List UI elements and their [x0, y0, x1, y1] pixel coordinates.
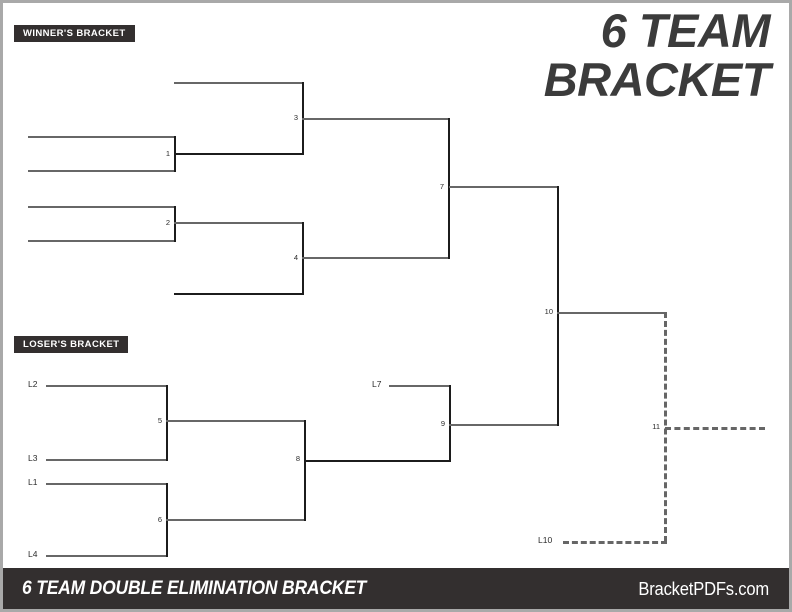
- m10-top-slot-line: [449, 186, 559, 188]
- footer-bar: 6 TEAM DOUBLE ELIMINATION BRACKET Bracke…: [3, 568, 789, 609]
- m8-bottom-slot-line: [166, 519, 306, 521]
- match-number-5: 5: [157, 416, 162, 425]
- seed-label-l10: L10: [538, 535, 553, 545]
- match-number-10: 10: [544, 307, 553, 316]
- m9-top-slot-line: [389, 385, 451, 387]
- match-number-7: 7: [439, 182, 444, 191]
- m10-connector-vline: [557, 186, 559, 426]
- m9-bottom-slot-line: [304, 460, 451, 462]
- seed-label-l4: L4: [28, 549, 38, 559]
- m4-bottom-slot-line: [174, 293, 304, 295]
- winners-bracket-header: WINNER'S BRACKET: [14, 25, 135, 42]
- seed-label-l3: L3: [28, 453, 38, 463]
- m2-connector-vline: [174, 206, 176, 242]
- seed-label-l2: L2: [28, 379, 38, 389]
- losers-bracket-header: LOSER'S BRACKET: [14, 336, 129, 353]
- m5-bottom-slot-line: [46, 459, 168, 461]
- footer-website-link[interactable]: BracketPDFs.com: [638, 579, 769, 599]
- page-title-line-2: BRACKET: [543, 53, 771, 106]
- m10-output-line: [557, 312, 667, 314]
- m5-connector-vline: [166, 385, 168, 461]
- m6-top-slot-line: [46, 483, 168, 485]
- m4-top-slot-line: [174, 222, 304, 224]
- seed-label-l7: L7: [372, 379, 382, 389]
- match-number-4: 4: [293, 253, 298, 262]
- match-number-2: 2: [165, 218, 170, 227]
- match-number-6: 6: [157, 515, 162, 524]
- m2-top-slot-line: [28, 206, 176, 208]
- m7-top-slot-line: [302, 118, 450, 120]
- m6-bottom-slot-line: [46, 555, 168, 557]
- m8-top-slot-line: [166, 420, 306, 422]
- page-title: 6 TEAM BRACKET: [440, 4, 771, 106]
- m3-top-slot-line: [174, 82, 304, 84]
- m7-bottom-slot-line: [302, 257, 450, 259]
- m2-bottom-slot-line: [28, 240, 176, 242]
- m7-connector-vline: [448, 118, 450, 259]
- m9-connector-vline: [449, 385, 451, 462]
- footer-title: 6 TEAM DOUBLE ELIMINATION BRACKET: [22, 578, 367, 599]
- m10-bottom-slot-line: [449, 424, 559, 426]
- m5-top-slot-line: [46, 385, 168, 387]
- match-number-9: 9: [440, 419, 445, 428]
- match-number-11: 11: [652, 422, 660, 431]
- m11-output-line-dashed: [665, 427, 765, 430]
- match-number-1: 1: [165, 149, 170, 158]
- m1-bottom-slot-line: [28, 170, 176, 172]
- seed-label-l1: L1: [28, 477, 38, 487]
- m11-bottom-slot-line-dashed: [563, 541, 667, 544]
- m3-bottom-slot-line: [174, 153, 304, 155]
- match-number-3: 3: [293, 113, 298, 122]
- page-title-line-1: 6 TEAM: [600, 4, 771, 57]
- m8-connector-vline: [304, 420, 306, 521]
- match-number-8: 8: [295, 454, 300, 463]
- m1-top-slot-line: [28, 136, 176, 138]
